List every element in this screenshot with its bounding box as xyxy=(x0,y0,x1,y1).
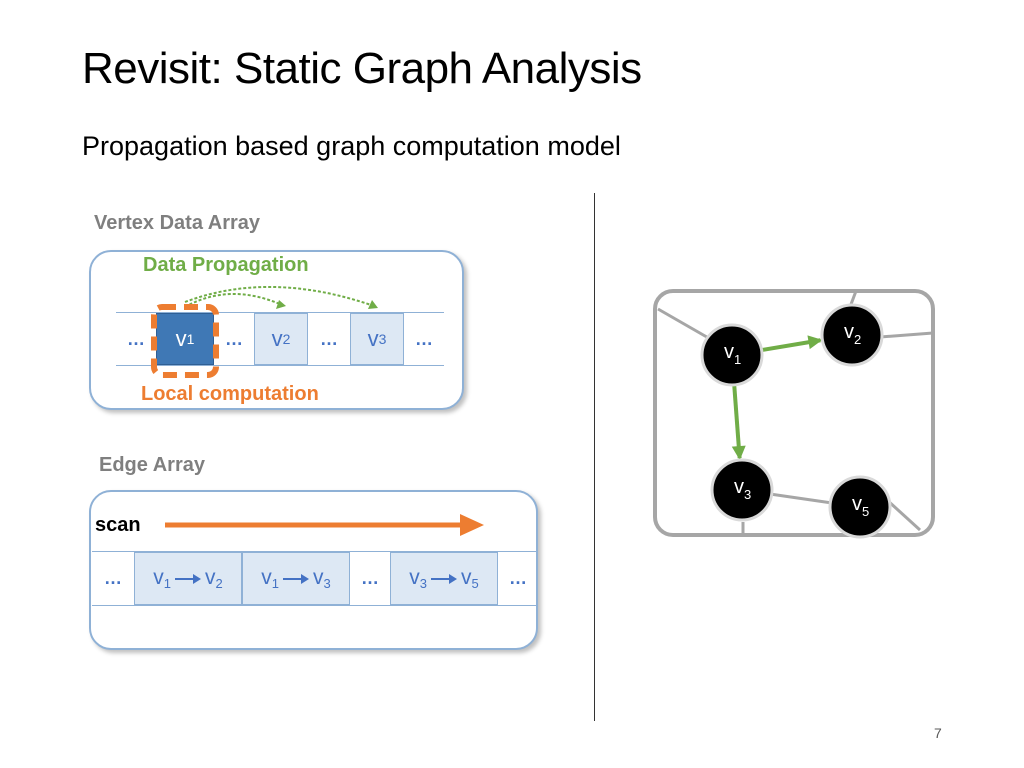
edge-array-bottom-line xyxy=(92,605,536,606)
graph-node-v1: v1 xyxy=(700,323,764,387)
vertex-array-label: Vertex Data Array xyxy=(94,212,261,234)
vertex-name: v xyxy=(461,566,472,589)
propagation-arrow-to-v2 xyxy=(184,293,283,308)
graph-node-label: v3 xyxy=(734,476,751,502)
graph-grey-edge xyxy=(657,307,713,342)
vertex-array-top-line xyxy=(116,312,444,313)
vertex-ellipsis: … xyxy=(415,328,433,349)
vertex-array-bottom-line xyxy=(116,365,444,366)
edge-array-label: Edge Array xyxy=(99,454,205,476)
edge-source: v1 xyxy=(261,566,279,591)
edge-target: v2 xyxy=(205,566,223,591)
vertical-divider xyxy=(594,193,595,721)
graph-node-circle xyxy=(820,303,884,367)
propagation-arrowhead-v2 xyxy=(276,300,286,309)
graph-node-label: v2 xyxy=(844,321,861,347)
graph-frame xyxy=(653,289,935,537)
vertex-index: 3 xyxy=(323,576,331,591)
graph-arrowhead-v1-v2 xyxy=(807,335,823,350)
vertex-index: 3 xyxy=(378,331,387,347)
scan-arrowhead xyxy=(460,514,484,536)
edge-target: v5 xyxy=(461,566,479,591)
graph-node-circle xyxy=(700,323,764,387)
vertex-index: 2 xyxy=(215,576,223,591)
edge-arrow-icon xyxy=(431,573,457,584)
edge-ellipsis: … xyxy=(104,568,122,588)
graph-grey-edge xyxy=(885,498,922,532)
edge-source: v3 xyxy=(409,566,427,591)
propagation-arrowhead-v3 xyxy=(368,300,378,309)
vertex-index: 1 xyxy=(186,331,195,347)
vertex-index: 2 xyxy=(282,331,291,347)
vertex-name: v xyxy=(313,566,324,589)
slide-subtitle: Propagation based graph computation mode… xyxy=(82,131,621,161)
graph-node-circle xyxy=(710,458,774,522)
vertex-name: v xyxy=(261,566,272,589)
graph-grey-edge xyxy=(879,331,934,339)
vertex-name: v xyxy=(175,326,187,351)
page-number: 7 xyxy=(934,725,942,741)
propagation-arrow-to-v3 xyxy=(184,285,375,307)
local-computation-highlight xyxy=(151,304,219,378)
graph-node-v2: v2 xyxy=(820,303,884,367)
vertex-name: v xyxy=(153,566,164,589)
edge-arrow-icon xyxy=(283,573,309,584)
vertex-name: v xyxy=(367,326,379,351)
vertex-ellipsis: … xyxy=(225,328,243,349)
vertex-name: v xyxy=(271,326,283,351)
vertex-index: 1 xyxy=(271,576,279,591)
graph-edge-v3-v5 xyxy=(771,492,831,505)
edge-arrow-icon xyxy=(175,573,201,584)
scan-label: scan xyxy=(95,514,141,536)
graph-edge-v1-v3 xyxy=(732,384,742,459)
data-propagation-label: Data Propagation xyxy=(143,254,309,276)
edge-target: v3 xyxy=(313,566,331,591)
graph-node-label: v1 xyxy=(724,341,741,367)
graph-node-v3: v3 xyxy=(710,458,774,522)
edge-source: v1 xyxy=(153,566,171,591)
vertex-name: v xyxy=(205,566,216,589)
edge-ellipsis: … xyxy=(361,568,379,588)
vertex-name: v xyxy=(409,566,420,589)
edge-array-top-line xyxy=(92,551,536,552)
edge-ellipsis: … xyxy=(509,568,527,588)
graph-arrowhead-v1-v3 xyxy=(731,445,746,461)
slide-title: Revisit: Static Graph Analysis xyxy=(82,44,642,93)
graph-node-label: v5 xyxy=(852,493,869,519)
vertex-index: 1 xyxy=(163,576,171,591)
vertex-ellipsis: … xyxy=(320,328,338,349)
graph-diagram: v1 v2 v3 v5 xyxy=(653,289,935,539)
vertex-index: 5 xyxy=(471,576,479,591)
local-computation-label: Local computation xyxy=(141,383,319,405)
graph-node-v5: v5 xyxy=(828,475,892,539)
graph-node-circle xyxy=(828,475,892,539)
vertex-index: 3 xyxy=(419,576,427,591)
vertex-ellipsis: … xyxy=(127,328,145,349)
